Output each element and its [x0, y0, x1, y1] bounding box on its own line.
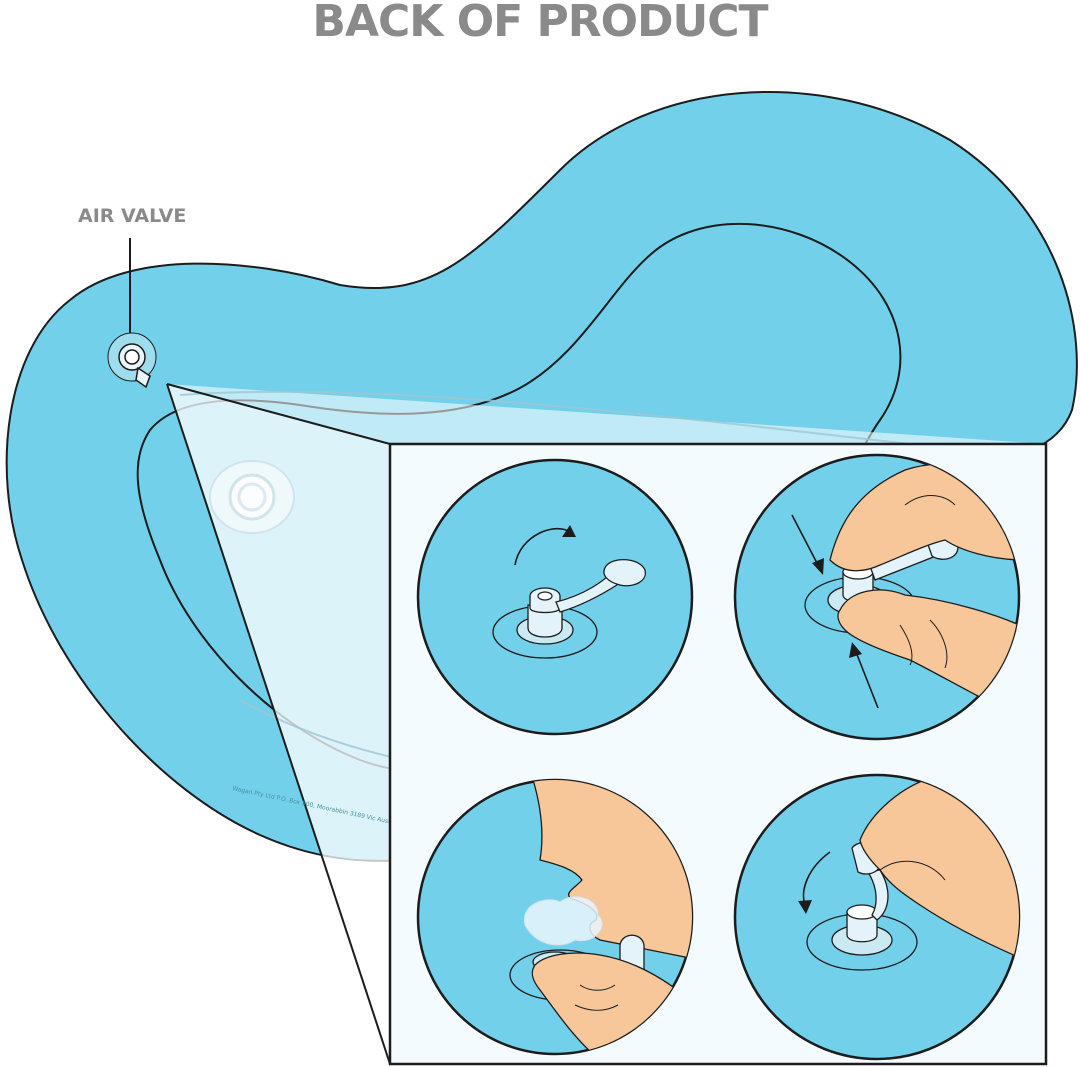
air-valve-icon	[107, 332, 157, 389]
rotate-arrow-icon	[514, 527, 571, 566]
magnified-valve-icon	[209, 460, 295, 534]
wedge-edge-bottom	[166, 383, 391, 1065]
wedge-edge-top	[166, 383, 391, 445]
step-1-rotate-cap	[416, 458, 694, 736]
air-valve-label: AIR VALVE	[78, 205, 186, 227]
page-title: BACK OF PRODUCT	[312, 0, 768, 47]
